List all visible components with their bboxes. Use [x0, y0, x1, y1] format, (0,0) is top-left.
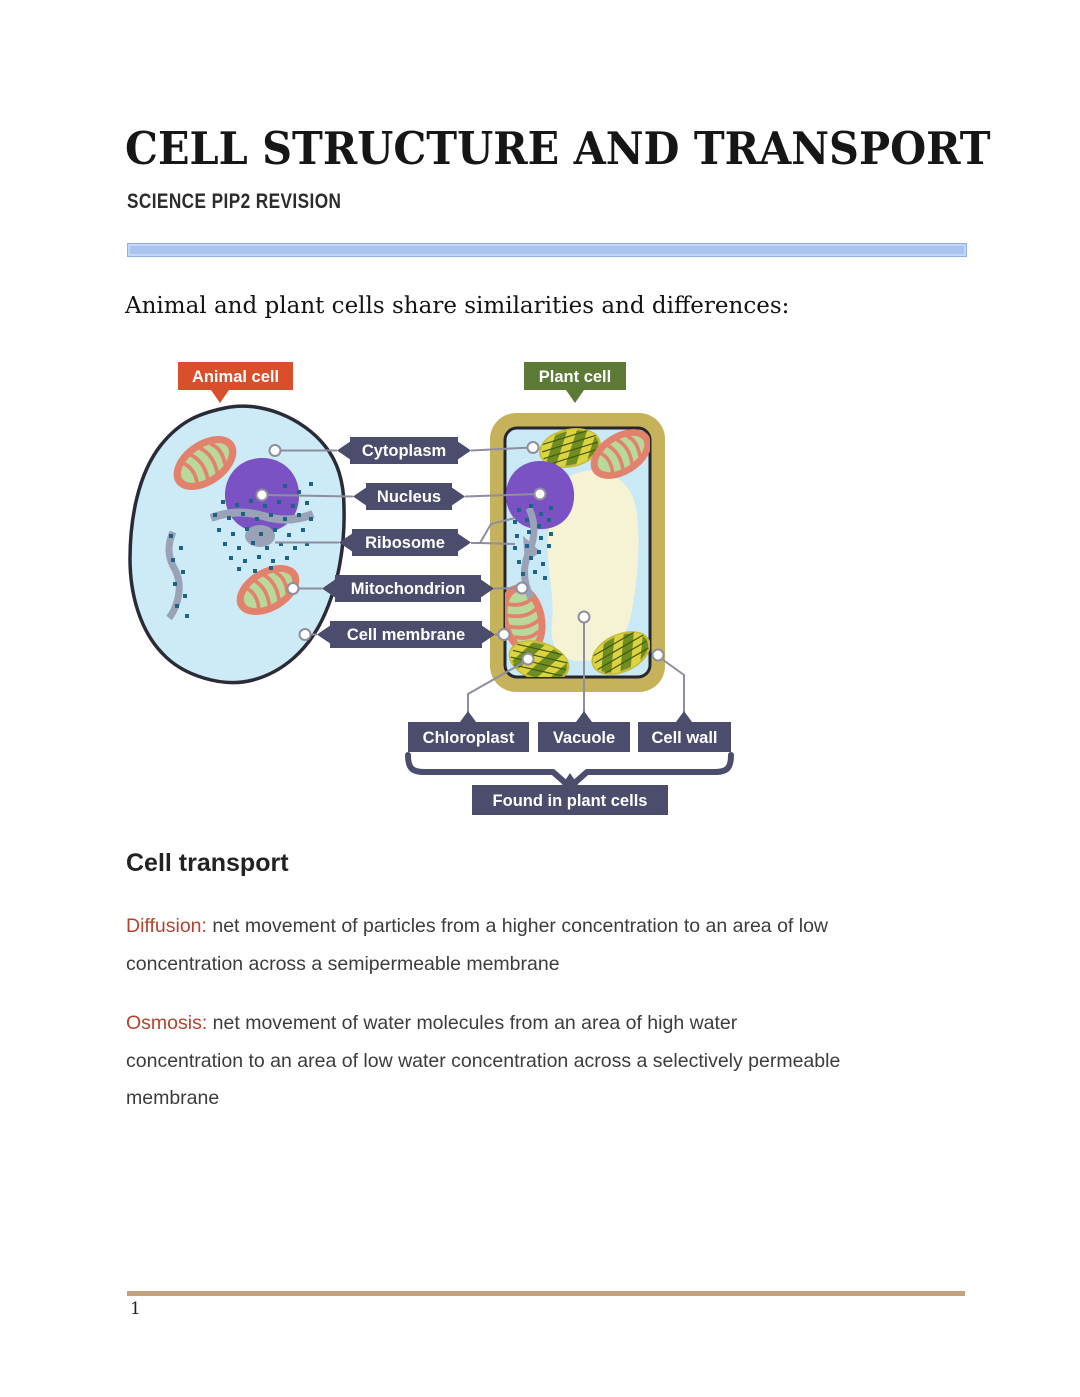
found-in-plant-cells-badge: Found in plant cells: [472, 773, 668, 815]
label-badge-nucleus: Nucleus: [353, 483, 465, 510]
animal-cell: [128, 404, 346, 685]
svg-text:Cell membrane: Cell membrane: [347, 626, 465, 644]
section-heading-cell-transport: Cell transport: [126, 849, 289, 877]
svg-text:Found in plant cells: Found in plant cells: [493, 792, 648, 810]
svg-text:Chloroplast: Chloroplast: [423, 729, 515, 747]
plant-cell-badge-label: Plant cell: [539, 368, 611, 386]
animal-cell-badge-label: Animal cell: [192, 368, 279, 386]
intro-text: Animal and plant cells share similaritie…: [125, 293, 790, 319]
label-badge-cell-membrane: Cell membrane: [317, 621, 495, 648]
svg-text:Cytoplasm: Cytoplasm: [362, 442, 446, 460]
label-badge-ribosome: Ribosome: [339, 529, 471, 556]
animal-cell-membrane: [128, 404, 346, 685]
leader-lines: [255, 441, 685, 712]
label-badge-vacuole: Vacuole: [538, 711, 630, 752]
svg-text:Nucleus: Nucleus: [377, 488, 441, 506]
diffusion-term: Diffusion:: [126, 915, 207, 937]
osmosis-definition: net movement of water molecules from an …: [126, 1012, 841, 1109]
label-badge-cytoplasm: Cytoplasm: [337, 437, 471, 464]
svg-text:Mitochondrion: Mitochondrion: [351, 580, 466, 598]
svg-text:Cell wall: Cell wall: [651, 729, 717, 747]
svg-text:Vacuole: Vacuole: [553, 729, 615, 747]
label-badge-cell-wall: Cell wall: [638, 711, 731, 752]
title-divider: [127, 243, 967, 257]
animal-cell-badge: Animal cell: [178, 362, 293, 403]
footer-divider: [127, 1291, 965, 1296]
plant-vacuole: [547, 470, 639, 662]
plant-cell: [490, 413, 665, 692]
animal-ribosomes: [169, 482, 313, 618]
plant-cell-badge: Plant cell: [524, 362, 626, 403]
osmosis-paragraph: Osmosis: net movement of water molecules…: [126, 1005, 978, 1118]
osmosis-term: Osmosis:: [126, 1012, 208, 1034]
label-badge-chloroplast: Chloroplast: [408, 711, 529, 752]
plant-ribosomes: [513, 504, 553, 580]
svg-text:Ribosome: Ribosome: [365, 534, 445, 552]
page-number: 1: [130, 1299, 141, 1319]
page-subtitle: SCIENCE PIP2 REVISION: [127, 190, 342, 213]
cell-diagram: Animal cell Plant cell Cytoplasm Nucleus…: [128, 362, 734, 815]
diffusion-paragraph: Diffusion: net movement of particles fro…: [126, 908, 978, 983]
diffusion-definition: net movement of particles from a higher …: [126, 915, 829, 975]
page-title: CELL STRUCTURE AND TRANSPORT: [125, 122, 991, 175]
label-badge-mitochondrion: Mitochondrion: [322, 575, 494, 602]
